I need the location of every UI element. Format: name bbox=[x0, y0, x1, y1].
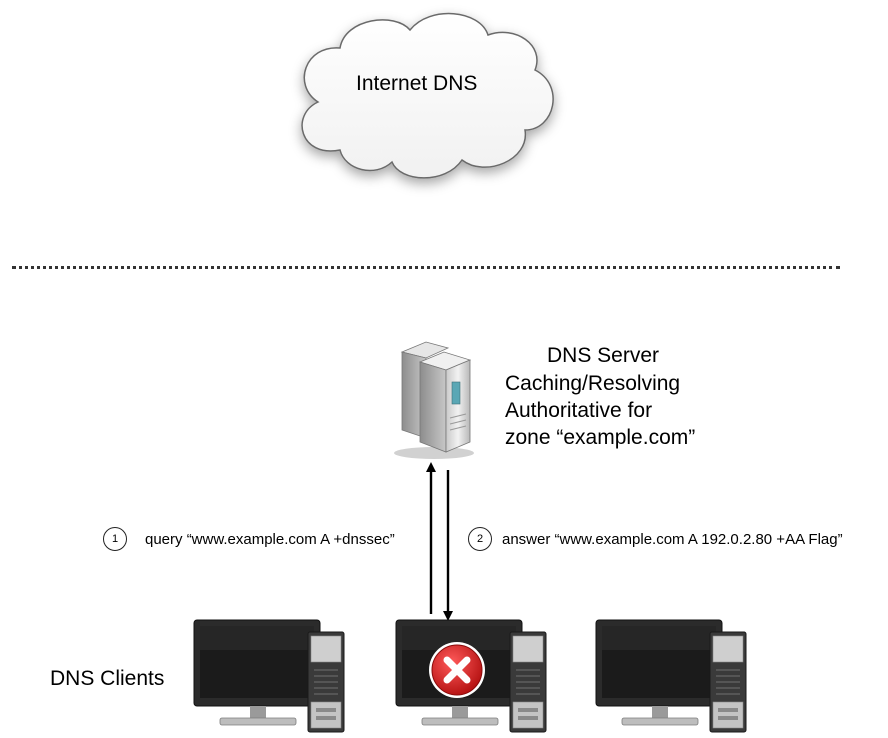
client-computer-1 bbox=[193, 619, 345, 733]
tower-drive-bay bbox=[512, 635, 544, 663]
server-role-line-1: Caching/Resolving bbox=[505, 372, 681, 395]
monitor-screen bbox=[602, 626, 716, 698]
server-role-line-3: zone “example.com” bbox=[505, 426, 696, 449]
step-2-answer-text: answer “www.example.com A 192.0.2.80 +AA… bbox=[502, 531, 843, 548]
server-role-line-2: Authoritative for bbox=[505, 399, 653, 422]
step-1-query-text: query “www.example.com A +dnssec” bbox=[145, 531, 395, 548]
monitor-screen bbox=[200, 626, 314, 698]
step-2-badge: 2 bbox=[468, 527, 492, 551]
step-1-badge: 1 bbox=[103, 527, 127, 551]
monitor-base bbox=[219, 717, 297, 726]
client-computer-3 bbox=[595, 619, 747, 733]
tower-front-panel bbox=[712, 701, 744, 729]
monitor-base bbox=[421, 717, 499, 726]
monitor-base bbox=[621, 717, 699, 726]
server-icon bbox=[394, 341, 474, 459]
error-x-icon bbox=[429, 642, 485, 698]
clients-label: DNS Clients bbox=[50, 667, 165, 690]
cloud-label: Internet DNS bbox=[356, 72, 478, 95]
tower-drive-bay bbox=[712, 635, 744, 663]
network-boundary-divider bbox=[12, 266, 840, 269]
monitor-stand bbox=[250, 706, 266, 720]
monitor-stand bbox=[652, 706, 668, 720]
server-title: DNS Server bbox=[547, 344, 660, 367]
tower-front-panel bbox=[310, 701, 342, 729]
tower-drive-bay bbox=[310, 635, 342, 663]
monitor-stand bbox=[452, 706, 468, 720]
tower-front-panel bbox=[512, 701, 544, 729]
